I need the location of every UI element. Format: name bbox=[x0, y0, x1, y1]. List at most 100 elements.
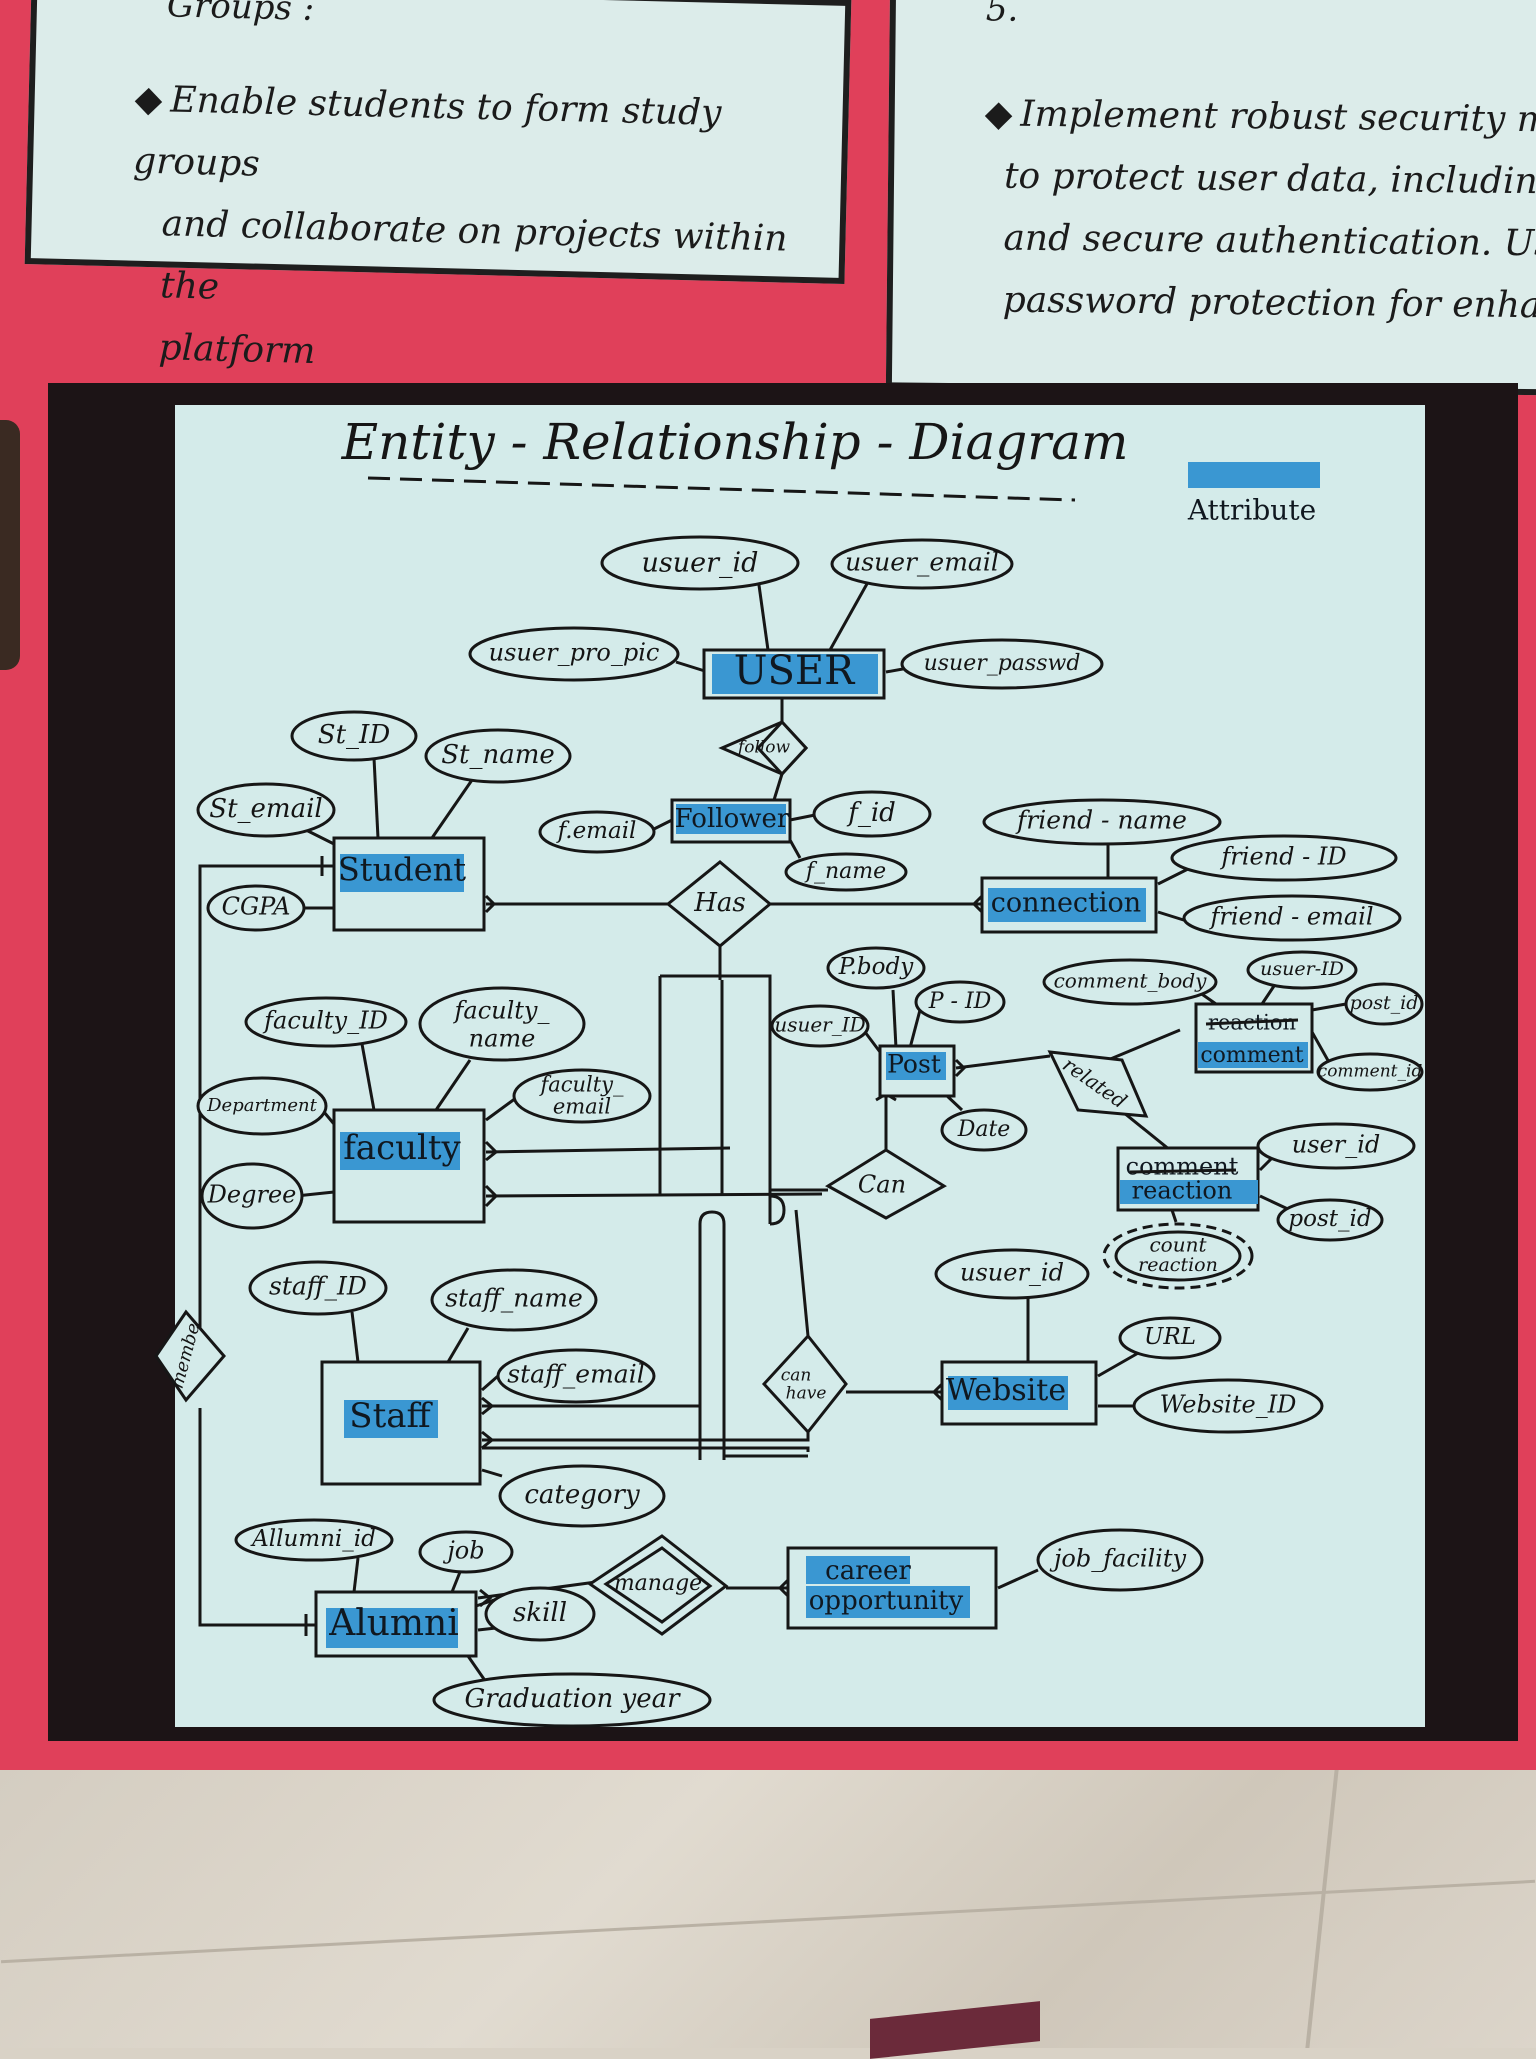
svg-text:f.email: f.email bbox=[556, 818, 637, 844]
svg-text:Website_ID: Website_ID bbox=[1160, 1391, 1297, 1419]
svg-text:Can: Can bbox=[858, 1171, 906, 1199]
attribute-user-email: usuer_email bbox=[830, 538, 1014, 590]
relationship-follow: follow bbox=[718, 719, 809, 777]
svg-text:staff_name: staff_name bbox=[445, 1284, 583, 1313]
attribute-st-name: St_name bbox=[424, 728, 572, 784]
attribute-st-id: St_ID bbox=[290, 710, 418, 762]
attribute-f-name: f_name bbox=[784, 852, 908, 892]
svg-text:Website: Website bbox=[946, 1373, 1066, 1408]
svg-text:Alumni: Alumni bbox=[328, 1603, 459, 1644]
relationship-diamonds: follow Has Can related can have manage m… bbox=[154, 719, 1149, 1636]
svg-text:career: career bbox=[825, 1556, 911, 1586]
svg-text:Date: Date bbox=[957, 1117, 1011, 1142]
svg-text:friend - email: friend - email bbox=[1208, 903, 1373, 931]
relationship-can: Can bbox=[825, 1148, 947, 1220]
svg-text:connection: connection bbox=[991, 888, 1141, 919]
attribute-st-email: St_email bbox=[196, 782, 336, 838]
entity-faculty: faculty bbox=[332, 1108, 486, 1224]
attribute-graduation-year: Graduation year bbox=[432, 1672, 712, 1728]
svg-text:usuer_id: usuer_id bbox=[960, 1259, 1064, 1287]
svg-text:f_id: f_id bbox=[846, 798, 896, 828]
svg-text:USER: USER bbox=[734, 648, 856, 694]
svg-text:Allumni_id: Allumni_id bbox=[250, 1526, 376, 1552]
entity-staff: Staff bbox=[320, 1360, 482, 1486]
svg-text:faculty_: faculty_ bbox=[453, 997, 550, 1025]
svg-text:reaction: reaction bbox=[1132, 1177, 1233, 1205]
svg-text:staff_ID: staff_ID bbox=[269, 1272, 367, 1301]
svg-text:faculty_: faculty_ bbox=[538, 1073, 624, 1097]
attribute-comment-user-id: usuer-ID bbox=[1246, 950, 1358, 990]
svg-text:usuer_email: usuer_email bbox=[845, 548, 999, 577]
attribute-post-user-id: usuer_ID bbox=[770, 1004, 870, 1048]
svg-text:staff_email: staff_email bbox=[507, 1360, 644, 1389]
svg-text:usuer_id: usuer_id bbox=[642, 548, 759, 579]
svg-text:Graduation year: Graduation year bbox=[464, 1684, 681, 1714]
svg-text:comment: comment bbox=[1200, 1043, 1303, 1068]
attribute-user-password: usuer_passwd bbox=[900, 638, 1104, 690]
svg-text:comment_id: comment_id bbox=[1318, 1062, 1423, 1082]
attribute-reaction-user-id: user_id bbox=[1256, 1122, 1416, 1170]
attribute-user-pro-pic: usuer_pro_pic bbox=[468, 626, 680, 682]
entity-connection: connection bbox=[980, 876, 1158, 934]
attribute-f-id: f_id bbox=[812, 790, 932, 838]
relationship-can-have: can have bbox=[761, 1333, 848, 1435]
svg-text:Degree: Degree bbox=[207, 1181, 297, 1209]
svg-text:URL: URL bbox=[1144, 1324, 1196, 1350]
svg-text:usuer_pro_pic: usuer_pro_pic bbox=[489, 639, 660, 667]
svg-text:St_ID: St_ID bbox=[318, 720, 391, 750]
attribute-date: Date bbox=[940, 1108, 1028, 1152]
svg-text:usuer_passwd: usuer_passwd bbox=[924, 651, 1081, 676]
svg-text:usuer-ID: usuer-ID bbox=[1260, 958, 1344, 980]
attribute-comment-post-id: post_id bbox=[1344, 982, 1424, 1026]
svg-text:category: category bbox=[524, 1480, 640, 1510]
attribute-count-reaction: count reaction bbox=[1102, 1222, 1254, 1290]
attribute-ovals: usuer_id usuer_email usuer_pro_pic usuer… bbox=[196, 535, 1424, 1728]
attribute-reaction-post-id: post_id bbox=[1276, 1198, 1384, 1242]
entities: USER Follower Student connection faculty… bbox=[314, 648, 1314, 1658]
svg-text:have: have bbox=[786, 1384, 827, 1404]
attribute-department: Department bbox=[196, 1076, 328, 1136]
relationship-has: Has bbox=[665, 860, 773, 948]
svg-text:can: can bbox=[781, 1366, 812, 1386]
svg-text:post_id: post_id bbox=[1350, 992, 1419, 1014]
attribute-friend-email: friend - email bbox=[1182, 894, 1402, 942]
svg-text:email: email bbox=[553, 1095, 611, 1119]
attribute-comment-id: comment_id bbox=[1316, 1052, 1424, 1092]
attribute-comment-body: comment_body bbox=[1042, 958, 1218, 1006]
svg-text:follow: follow bbox=[736, 738, 791, 758]
attribute-job: job bbox=[418, 1530, 514, 1574]
svg-text:St_email: St_email bbox=[209, 794, 322, 824]
connector-lines bbox=[198, 577, 1347, 1683]
svg-text:comment: comment bbox=[1126, 1153, 1239, 1181]
svg-text:P.body: P.body bbox=[838, 954, 914, 980]
svg-text:job: job bbox=[442, 1537, 484, 1565]
svg-text:post_id: post_id bbox=[1288, 1206, 1371, 1232]
attribute-faculty-id: faculty_ID bbox=[244, 996, 408, 1048]
relationship-member: membe bbox=[154, 1309, 226, 1403]
legend-label: Attribute bbox=[1187, 494, 1316, 527]
svg-text:f_name: f_name bbox=[804, 859, 886, 884]
svg-text:Follower: Follower bbox=[675, 804, 790, 834]
entity-user: USER bbox=[702, 648, 886, 700]
svg-text:count: count bbox=[1149, 1233, 1207, 1257]
attribute-skill: skill bbox=[484, 1586, 596, 1642]
attribute-faculty-email: faculty_ email bbox=[512, 1068, 652, 1124]
svg-text:opportunity: opportunity bbox=[809, 1586, 964, 1616]
attribute-category: category bbox=[498, 1464, 666, 1528]
attribute-website-user-id: usuer_id bbox=[934, 1248, 1090, 1300]
floor-tiles bbox=[0, 1770, 1536, 2048]
svg-text:comment_body: comment_body bbox=[1054, 969, 1208, 993]
attribute-url: URL bbox=[1118, 1316, 1222, 1360]
svg-text:Has: Has bbox=[693, 888, 746, 918]
svg-text:usuer_ID: usuer_ID bbox=[774, 1013, 865, 1037]
attribute-staff-email: staff_email bbox=[496, 1348, 656, 1404]
attribute-p-id: P - ID bbox=[914, 980, 1006, 1024]
entity-website: Website bbox=[940, 1360, 1098, 1426]
entity-follower: Follower bbox=[670, 798, 792, 844]
attribute-faculty-name: faculty_ name bbox=[418, 986, 586, 1062]
entity-student: Student bbox=[332, 836, 486, 932]
svg-text:job_facility: job_facility bbox=[1049, 1545, 1187, 1573]
svg-text:P - ID: P - ID bbox=[928, 989, 992, 1014]
svg-text:Post: Post bbox=[887, 1050, 941, 1079]
